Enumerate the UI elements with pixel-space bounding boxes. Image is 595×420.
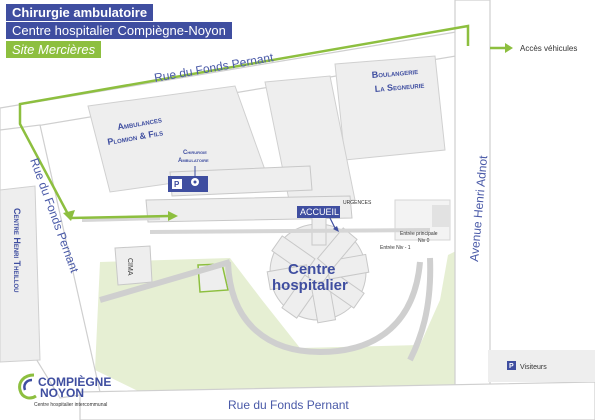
green-area xyxy=(95,248,466,392)
parking-visiteurs-area xyxy=(488,350,595,382)
location-pin-dot xyxy=(193,180,197,184)
vehicle-access-route xyxy=(18,24,470,220)
parking-icon-box xyxy=(172,179,182,189)
label-chirurgie-1: Chirurgie xyxy=(183,150,207,156)
parking-icon: P xyxy=(174,180,180,189)
header-title: Chirurgie ambulatoire xyxy=(6,4,154,21)
accueil-badge xyxy=(297,206,340,218)
label-boulangerie-2: La Segneurie xyxy=(374,80,424,94)
bottom-street-band xyxy=(79,381,595,420)
header-site: Site Mercières xyxy=(6,41,102,58)
legend-arrow-head xyxy=(505,43,513,53)
right-avenue-band xyxy=(454,0,491,420)
access-road xyxy=(81,216,431,234)
inner-ring-road xyxy=(225,261,423,356)
label-cima: CIMA xyxy=(126,258,133,276)
label-urgences: URGENCES xyxy=(343,200,372,206)
main-hospital-building xyxy=(266,214,370,324)
legend-vehicle-access: Accès véhicules xyxy=(520,44,577,53)
route-start-arrow xyxy=(63,210,75,221)
logo-line-2: NOYON xyxy=(40,386,85,400)
outer-ring-road xyxy=(99,257,434,362)
label-centre-theillou: Centre Henri Theillou xyxy=(12,208,22,293)
building-boulangerie xyxy=(334,55,446,161)
accueil-pointer-head xyxy=(333,226,339,232)
route-arrow-head xyxy=(168,211,178,221)
logo-line-3: Centre hospitalier intercommunal xyxy=(34,402,108,408)
label-centre-hospitalier-1: Centre xyxy=(288,261,336,278)
label-boulangerie-1: Boulangerie xyxy=(371,66,418,80)
label-centre-hospitalier-2: hospitalier xyxy=(272,277,348,294)
label-accueil: ACCUEIL xyxy=(300,207,339,217)
label-visiteurs: Visiteurs xyxy=(520,364,547,371)
label-entree-principale-1: Entrée principale xyxy=(400,231,438,237)
header-subtitle: Centre hospitalier Compiègne-Noyon xyxy=(6,22,232,39)
building-hatched xyxy=(432,205,450,227)
street-bottom: Rue du Fonds Pernant xyxy=(228,398,349,412)
label-chirurgie-2: Ambulatoire xyxy=(178,158,209,164)
label-entree-principale-2: Niv 0 xyxy=(418,238,430,244)
visiteurs-parking-icon xyxy=(507,361,516,370)
label-entree-niv: Entrée Niv - 1 xyxy=(380,245,411,251)
visiteurs-parking-symbol: P xyxy=(509,363,514,370)
compiegne-noyon-logo: COMPIÈGNE NOYON Centre hospitalier inter… xyxy=(16,372,126,416)
logo-line-1: COMPIÈGNE xyxy=(38,375,112,389)
building-theillou xyxy=(0,185,41,363)
logo-swirl-icon xyxy=(18,373,37,400)
